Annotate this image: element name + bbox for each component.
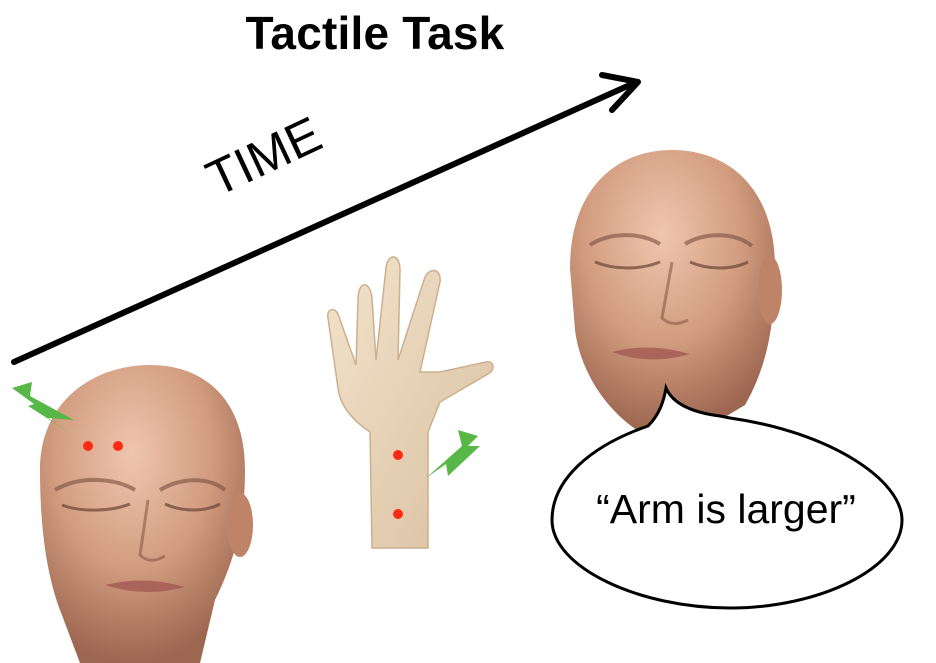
stimulus-dot (393, 509, 403, 519)
hand-figure (328, 257, 493, 548)
lightning-icon (426, 430, 480, 478)
time-arrow (14, 75, 638, 362)
head-figure-right (570, 150, 782, 432)
stimulus-dot (83, 441, 93, 451)
stimulus-dot (113, 441, 123, 451)
speech-bubble-text: “Arm is larger” (548, 486, 904, 533)
head-figure-left (40, 365, 253, 663)
stimulus-dot (393, 450, 403, 460)
